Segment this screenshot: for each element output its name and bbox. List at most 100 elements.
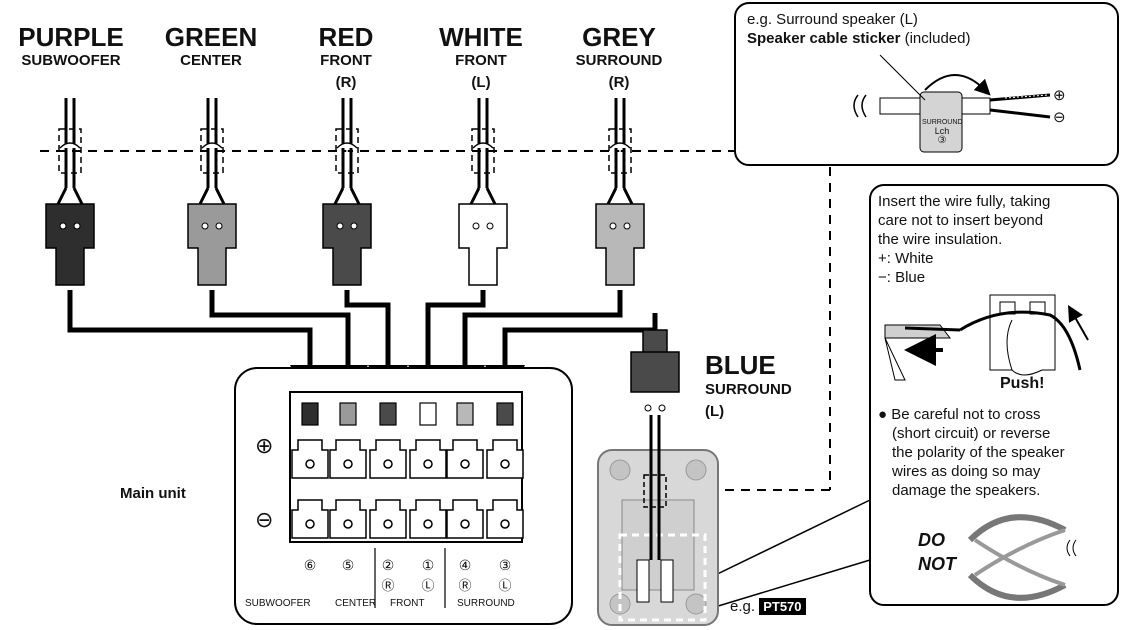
cable-side-label: (L) [471,74,491,92]
group-label-front: FRONT [390,598,425,609]
terminal-color-marker [379,402,397,426]
terminal-color-marker [339,402,357,426]
instruction-line: the wire insulation. [878,231,1003,248]
terminal-color-marker [456,402,474,426]
speaker-terminal[interactable] [369,439,407,479]
example-prefix: e.g. [730,598,756,615]
cable-color-label: WHITE [439,22,523,52]
cable-header-red: RED FRONT (R) [271,22,421,92]
insert-wire-illustration [884,294,1089,381]
cable-color-label: GREY [582,22,656,52]
speaker-terminal[interactable] [409,499,447,539]
sticker-panel-text: e.g. Surround speaker (L) Speaker cable … [747,10,970,48]
cable-plug [458,203,508,286]
minus-icon: ⊖ [1053,109,1066,126]
cable-plug [187,203,237,286]
cable-role-label: CENTER [180,52,242,70]
minus-wire-color: −: Blue [878,269,926,286]
cable-role-label: SURROUND [705,381,792,399]
sticker-label-line1: SURROUND [922,119,963,126]
terminal-color-marker [419,402,437,426]
caution-text: ● Be careful not to cross (short circuit… [878,405,1065,500]
speaker-cable-grey [595,98,645,286]
speaker-cable-purple [45,98,95,286]
instruction-line: Insert the wire fully, taking [878,193,1051,210]
cable-role-label: SUBWOOFER [21,52,121,70]
terminal-number: ② [381,557,395,573]
cable-color-label: RED [318,22,374,52]
push-label: Push! [1000,375,1045,392]
sticker-label-number: ③ [937,135,947,146]
do-label: DO [918,530,945,550]
cable-role-label: FRONT [320,52,372,70]
terminal-number: ① [421,557,435,573]
sticker-example-line: e.g. Surround speaker (L) [747,11,918,28]
plus-icon: ⊕ [1053,87,1066,104]
caution-line: damage the speakers. [892,482,1041,499]
cable-header-blue: BLUE SURROUND (L) [705,350,792,421]
sticker-label: SURROUND Lch ③ [922,118,963,146]
cable-color-label: PURPLE [18,22,124,52]
cable-plug [45,203,95,286]
cable-plug [322,203,372,286]
model-badge: PT570 [759,598,806,615]
do-not-label: DO NOT [918,528,956,576]
speaker-terminal[interactable] [291,499,329,539]
sticker-panel [734,2,1119,166]
speaker-cable-red [322,98,372,286]
plus-icon: ⊕ [255,433,274,458]
sticker-label-line2: Lch [934,126,950,136]
cable-plug [595,203,645,286]
caution-line: the polarity of the speaker [892,444,1065,461]
terminal-color-marker [301,402,319,426]
routing-lines [67,290,658,405]
cable-side-label: (L) [705,403,725,421]
speaker-terminal[interactable] [409,439,447,479]
plus-wire-color: +: White [878,250,934,267]
speaker-terminal[interactable] [486,499,524,539]
terminal-side-label: Ⓡ [458,578,472,593]
caution-line: ● Be careful not to cross [878,406,1041,423]
cable-header-grey: GREY SURROUND (R) [544,22,694,92]
speaker-terminal[interactable] [486,439,524,479]
cable-color-label: GREEN [164,22,258,52]
terminal-number: ⑤ [341,557,355,573]
minus-icon: ⊖ [255,507,274,532]
speaker-terminal[interactable] [446,499,484,539]
cable-role-label: SURROUND [575,52,663,70]
terminal-number: ⑥ [303,557,317,573]
terminal-number: ④ [458,557,472,573]
sticker-illustration [853,54,1051,153]
speaker-cable-green [187,98,237,286]
cable-header-green: GREEN CENTER [136,22,286,70]
speaker-terminal[interactable] [446,439,484,479]
cable-header-purple: PURPLE SUBWOOFER [0,22,146,70]
terminal-side-label: Ⓡ [381,578,395,593]
terminal-color-marker [496,402,514,426]
main-unit-label: Main unit [120,485,186,502]
caution-line: wires as doing so may [892,463,1041,480]
instruction-panel [869,184,1119,606]
terminal-side-label: Ⓛ [421,578,435,593]
terminal-number: ③ [498,557,512,573]
not-label: NOT [918,554,956,574]
cable-role-label: FRONT [455,52,507,70]
cable-color-label: BLUE [705,350,776,380]
cable-side-label: (R) [335,74,357,92]
cable-header-white: WHITE FRONT (L) [406,22,556,92]
group-label-subwoofer: SUBWOOFER [245,598,311,609]
speaker-cable-white [458,98,508,286]
caution-line: (short circuit) or reverse [892,425,1051,442]
speaker-terminal[interactable] [291,439,329,479]
speaker-terminal[interactable] [369,499,407,539]
cable-side-label: (R) [608,74,630,92]
speaker-terminal[interactable] [329,499,367,539]
sticker-included: (included) [900,30,971,47]
terminal-side-label: Ⓛ [498,578,512,593]
insert-instructions: Insert the wire fully, taking care not t… [878,192,1050,287]
sticker-title: Speaker cable sticker [747,30,901,47]
group-label-surround: SURROUND [457,598,515,609]
speaker-terminal[interactable] [329,439,367,479]
example-model: e.g. PT570 [730,598,806,615]
